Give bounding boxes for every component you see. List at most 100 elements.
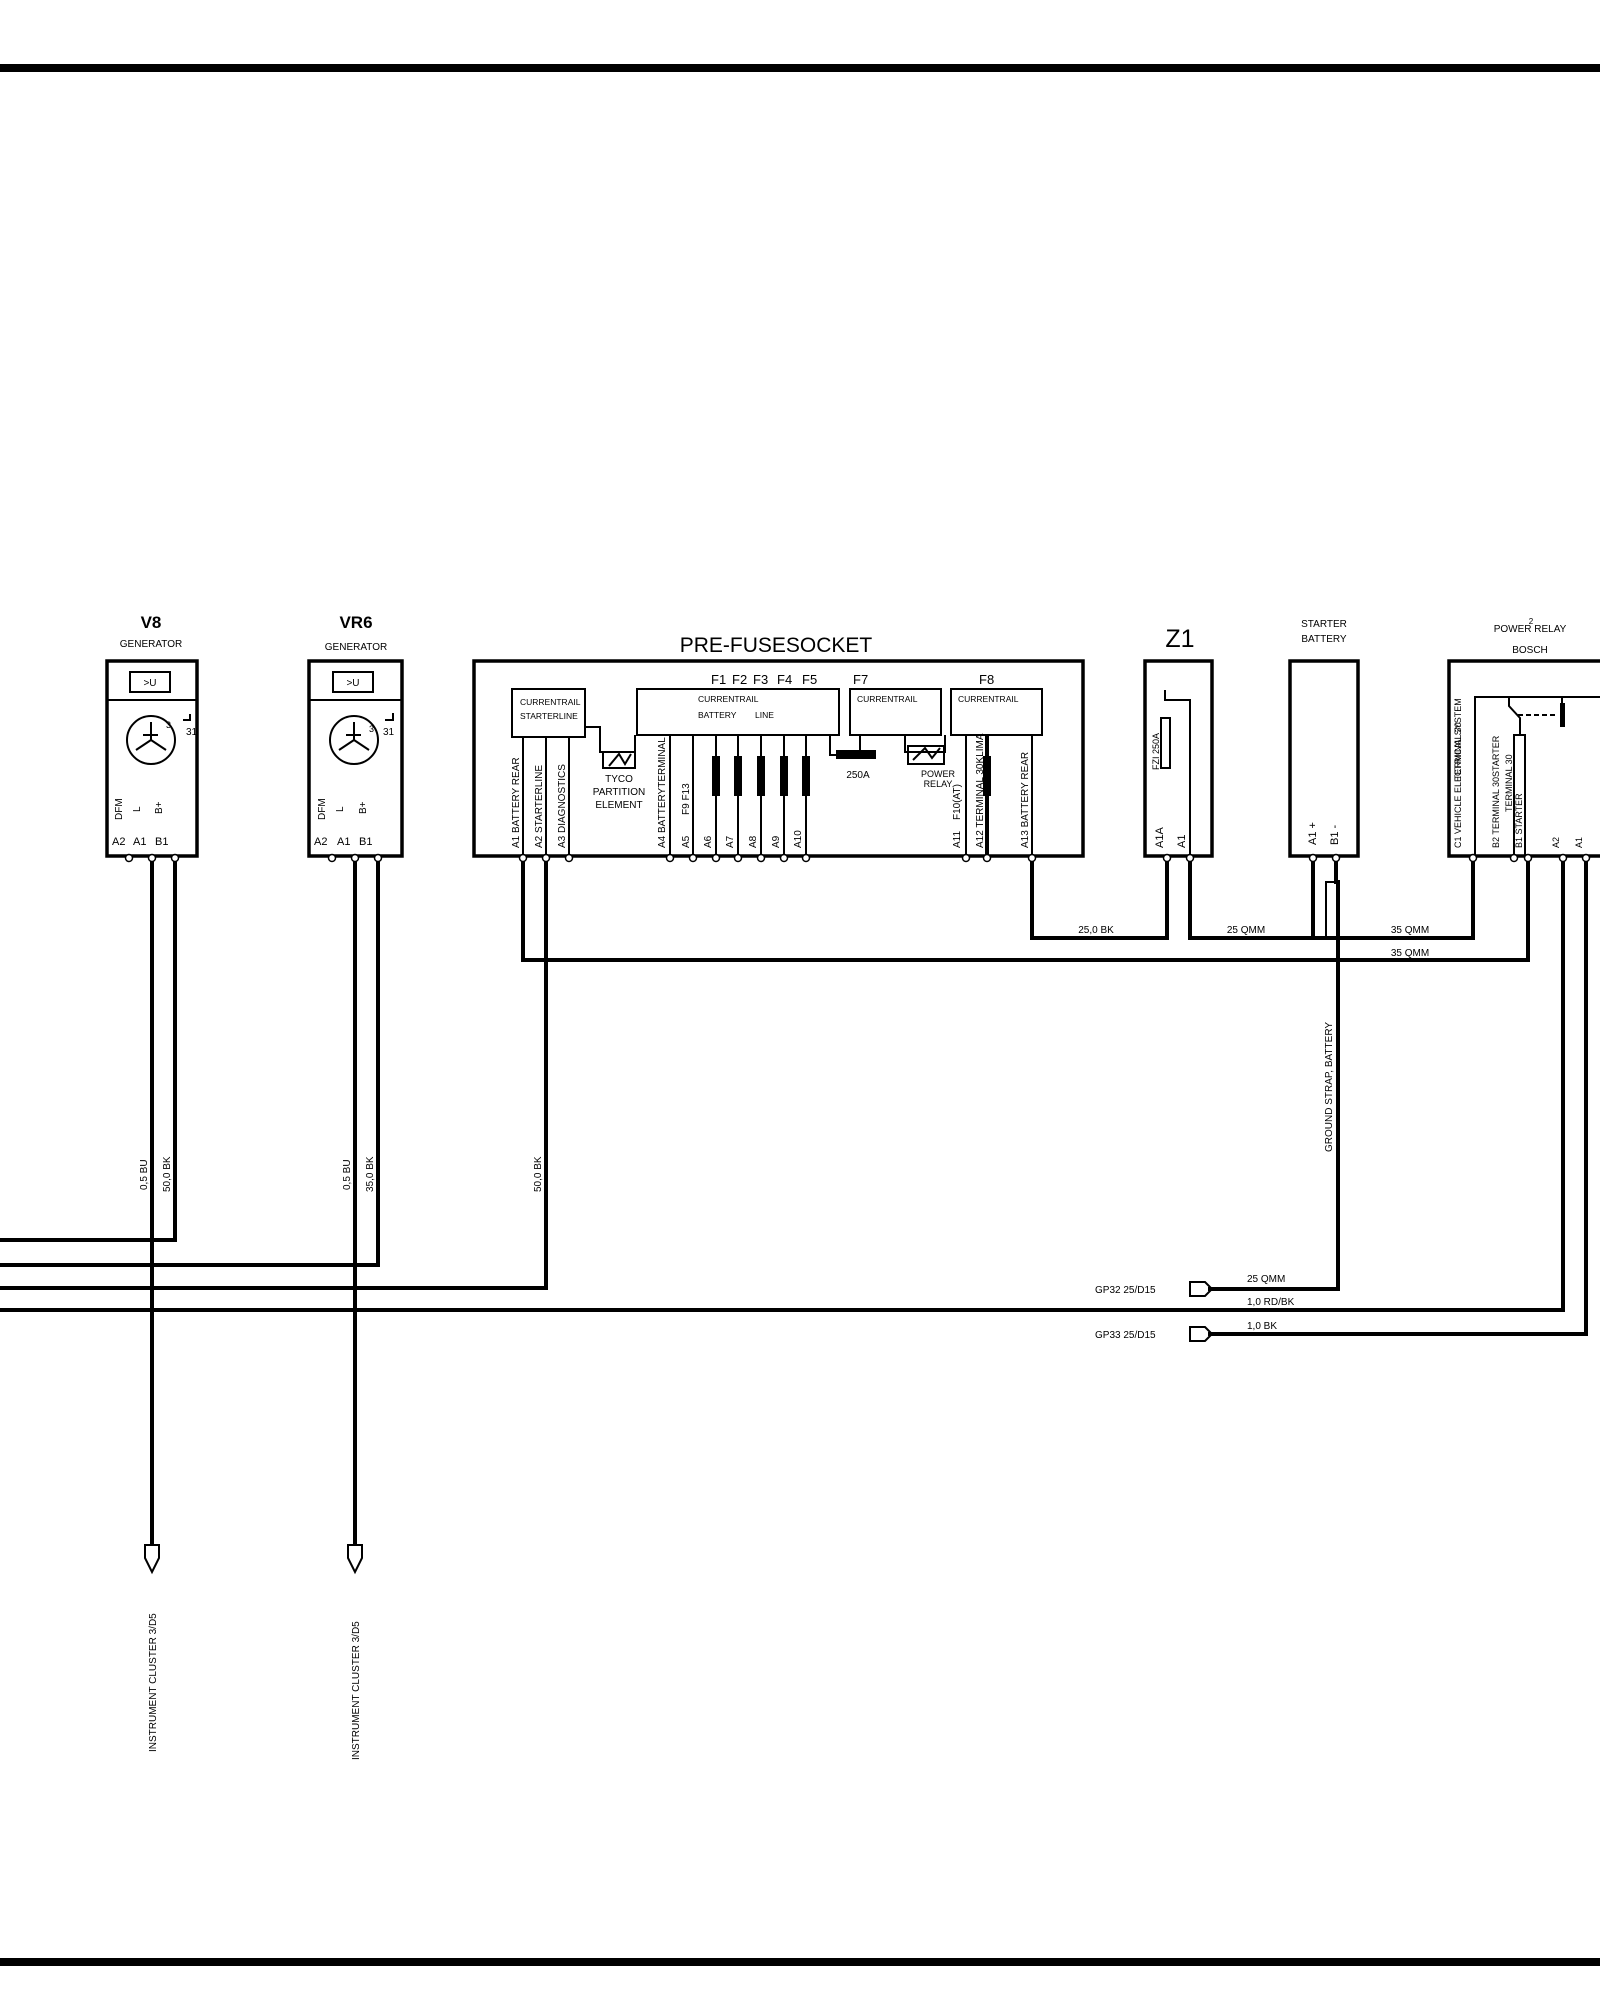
fuse-label-f5: F5 [802,672,817,687]
wire-label-35qmm-b: 35 QMM [1391,948,1429,959]
tyco-label-3: ELEMENT [595,800,642,811]
pin-dot [801,853,811,863]
vr6-regulator-label: >U [346,678,359,689]
prefuse-pin-text: A10 [793,830,804,848]
v8-title: V8 [141,613,162,632]
relay-pin-text: TERMINAL 30 [1504,754,1514,812]
pin-dot [1581,853,1591,863]
relay-pin-text: A2 [1551,837,1561,848]
pin-dot [1027,853,1037,863]
vr6-title: VR6 [339,613,372,632]
battery-pin-b1-minus: B1 - [1329,824,1341,845]
power-relay-element-label: POWER [921,769,956,779]
fuse-label-f4: F4 [777,672,792,687]
wire-label-25qmm: 25 QMM [1227,925,1265,936]
wire-label-gp33-bk: 1,0 BK [1247,1321,1277,1332]
pin-dot [373,853,383,863]
pin-dots [124,853,1591,863]
v8-regulator-icon [129,671,171,693]
relay-title: POWER RELAY [1494,624,1567,635]
prefuse-pin-texts: A1 BATTERY REAR A2 STARTERLINE A3 DIAGNOST… [511,733,1031,848]
vr6-pin-b1: B1 [359,836,372,848]
vr6-pin-label-l: L [335,806,346,812]
power-relay-element-label-2: RELAY [924,779,953,789]
starterline-rail-label: CURRENTRAIL [520,697,581,707]
v8-pin3: 3 [166,720,171,730]
pin-dot [688,853,698,863]
cluster-connector-1: INSTRUMENT CLUSTER 3/D5 [144,1544,160,1752]
z1-pin-a1a: A1A [1154,827,1166,848]
prefuse-pin-text: A3 DIAGNOSTICS [557,764,568,848]
wire-label-gp32-rdbk: 1,0 RD/BK [1247,1297,1295,1308]
vr6-pin3: 3 [369,724,374,734]
battery-line-fuse-1 [712,756,720,796]
prefuse-pin-text: F10(AT) [952,784,963,820]
starter-battery: STARTER BATTERY A1 + B1 - [1288,619,1360,858]
f7-rail-label: CURRENTRAIL [857,694,918,704]
vr6-pin-a2: A2 [314,836,327,848]
prefuse-pin-text: A5 [681,835,692,848]
prefuse-pin-text: A1 BATTERY REAR [511,757,522,848]
pin-dot [124,853,134,863]
battery-rail-label: CURRENTRAIL [698,694,759,704]
vr6-pin-label-bplus: B+ [358,801,369,814]
battery-line-fuse-2 [734,756,742,796]
pin-dot [147,853,157,863]
cluster-label-2: INSTRUMENT CLUSTER 3/D5 [351,1621,362,1760]
power-relay: POWER RELAY 2 BOSCH C1 VEHICLE ELECTRICA… [1447,617,1600,858]
prefuse-pin-text: A12 TERMINAL 30KLIMA [975,733,986,848]
prefuse-pin-text: A11 [952,831,963,848]
cluster-connector-2: INSTRUMENT CLUSTER 3/D5 [347,1544,363,1760]
battery-pin-a1-plus: A1 + [1307,822,1319,845]
vr6-alternator-icon [329,715,379,765]
battery-line-fuse-3 [757,756,765,796]
cluster-arrow-1-icon [144,1544,160,1575]
pin-dot [541,853,551,863]
relay-superscript: 2 [1529,617,1534,626]
prefuse-pin-text: A6 [703,835,714,848]
fuse-label-f7: F7 [853,672,868,687]
pin-dot [756,853,766,863]
f8-rail-label: CURRENTRAIL [958,694,1019,704]
v8-pin-a2: A2 [112,836,125,848]
z1-fuse-icon [1160,717,1171,769]
battery-title: STARTER [1301,619,1347,630]
battery-line-fuse-5 [802,756,810,796]
wire-label-v8-bu: 0,5 BU [139,1159,150,1190]
pin-dot [1162,853,1172,863]
z1-fuse: Z1 FZI 250A A1A A1 [1143,625,1214,858]
prefuse-pin-text: A13 BATTERY REAR [1020,752,1031,848]
prefuse-pin-text: A4 BATTERYTERMINAL [657,737,668,848]
vr6-pin31: 31 [383,727,395,738]
v8-generator: V8 GENERATOR >U 31 3 DFM L B+ A2 A1 B1 [105,613,199,858]
v8-pin31: 31 [186,727,198,738]
prefuse-pin-text: A2 STARTERLINE [534,765,545,848]
tyco-label-2: PARTITION [593,787,645,798]
vr6-generator: VR6 GENERATOR >U 31 3 DFM L B+ A2 A1 B1 [307,613,404,858]
fuse-label-f8: F8 [979,672,994,687]
pin-dot [1185,853,1195,863]
tyco-label: TYCO [605,774,633,785]
power-relay-element-icon [907,745,945,765]
v8-pin-label-bplus: B+ [154,801,165,814]
vr6-pin-label-dfm: DFM [317,798,328,820]
battery-line-fuse-4 [780,756,788,796]
pin-dot [1558,853,1568,863]
prefuse-pin-text: A9 [771,835,782,848]
prefuse-pin-text: A8 [748,835,759,848]
pin-dot [733,853,743,863]
fuse-label-f2: F2 [732,672,747,687]
bottom-border [0,1958,1600,1966]
wire-label-v8-bk: 50,0 BK [162,1156,173,1192]
battery-rail-line: LINE [755,710,774,720]
fuse-250a-icon [836,750,876,759]
pin-dot [327,853,337,863]
battery-title-2: BATTERY [1301,634,1347,645]
z1-title: Z1 [1165,625,1194,653]
gp33-label: GP33 25/D15 [1095,1330,1156,1341]
pin-dot [1523,853,1533,863]
relay-pin-text: C1 VEHICLE ELECTRICAL SYSTEM [1453,698,1463,848]
f8-fuse-icon [983,756,991,796]
relay-switch-icon [1508,698,1521,735]
z1-fuse-label: FZI 250A [1151,733,1161,770]
